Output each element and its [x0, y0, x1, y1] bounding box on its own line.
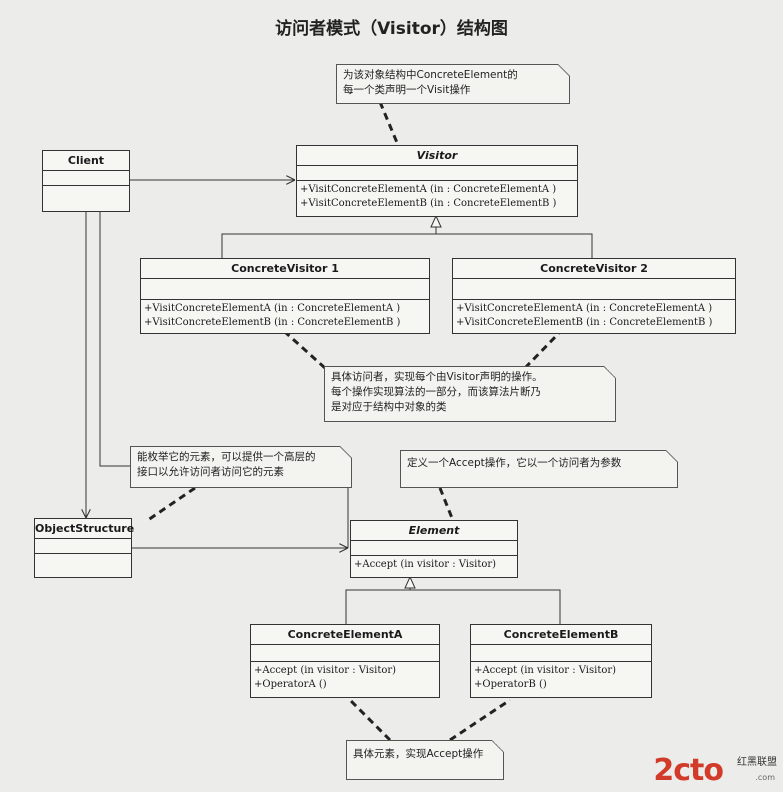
watermark-logo: 2cto: [653, 753, 724, 788]
class-attributes: [471, 645, 651, 662]
class-attributes: [251, 645, 439, 662]
operation: +VisitConcreteElementA (in : ConcreteEle…: [144, 303, 401, 314]
operation: +VisitConcreteElementA (in : ConcreteEle…: [456, 303, 713, 314]
element-note-connector: [438, 487, 454, 519]
class-element: Element +Accept (in visitor : Visitor): [350, 520, 518, 578]
class-attributes: [453, 279, 735, 300]
operation: +VisitConcreteElementA (in : ConcreteEle…: [300, 184, 557, 195]
class-visitor: Visitor +VisitConcreteElementA (in : Con…: [296, 145, 578, 217]
operation: +Accept (in visitor : Visitor): [254, 665, 397, 676]
visitor-generalization-triangle: [430, 214, 442, 228]
operation: +Accept (in visitor : Visitor): [354, 559, 497, 570]
os-note-connector: [147, 486, 196, 522]
operation: +Accept (in visitor : Visitor): [474, 665, 617, 676]
class-attributes: [35, 539, 131, 554]
note-line: 每一个类声明一个Visit操作: [343, 84, 471, 96]
note-line: 是对应于结构中对象的类: [331, 401, 447, 413]
visitor-note-connector: [378, 101, 400, 146]
ceb-note-connector: [449, 698, 511, 742]
class-name: ConcreteVisitor 1: [141, 259, 429, 279]
class-attributes: [43, 171, 129, 186]
operation: +OperatorB (): [474, 679, 547, 690]
watermark-subtitle: 红黑联盟: [737, 757, 777, 768]
note-line: 接口以允许访问者访问它的元素: [137, 466, 284, 478]
cv1-note-connector: [283, 330, 327, 370]
class-operations: [43, 186, 129, 200]
class-attributes: [297, 166, 577, 181]
element-generalization-1: [345, 589, 410, 624]
visitor-generalization-1: [221, 233, 436, 258]
element-generalization-triangle: [404, 575, 416, 589]
note-line: 具体访问者，实现每个由Visitor声明的操作。: [331, 371, 543, 383]
operation: +OperatorA (): [254, 679, 327, 690]
class-operations: +VisitConcreteElementA (in : ConcreteEle…: [297, 181, 577, 213]
note-line: 具体元素，实现Accept操作: [353, 748, 484, 760]
class-operations: +Accept (in visitor : Visitor) +Operator…: [251, 662, 439, 694]
class-concrete-element-a: ConcreteElementA +Accept (in visitor : V…: [250, 624, 440, 698]
note-line: 定义一个Accept操作，它以一个访问者为参数: [407, 457, 622, 469]
note-line: 每个操作实现算法的一部分，而该算法片断乃: [331, 386, 541, 398]
note-concrete-element: 具体元素，实现Accept操作: [346, 740, 504, 780]
class-operations: +VisitConcreteElementA (in : ConcreteEle…: [453, 300, 735, 332]
class-name: ConcreteVisitor 2: [453, 259, 735, 279]
class-object-structure: ObjectStructure: [34, 518, 134, 578]
class-operations: +VisitConcreteElementA (in : ConcreteEle…: [141, 300, 429, 332]
class-operations: +Accept (in visitor : Visitor): [351, 556, 517, 574]
visitor-generalization-2: [436, 233, 593, 258]
class-attributes: [351, 541, 517, 556]
operation: +VisitConcreteElementB (in : ConcreteEle…: [144, 317, 401, 328]
operation: +VisitConcreteElementB (in : ConcreteEle…: [456, 317, 713, 328]
class-client: Client: [42, 150, 130, 212]
watermark-url: .com: [755, 773, 775, 782]
note-visitor: 为该对象结构中ConcreteElement的 每一个类声明一个Visit操作: [336, 64, 570, 104]
class-name: ConcreteElementA: [251, 625, 439, 645]
note-element: 定义一个Accept操作，它以一个访问者为参数: [400, 450, 678, 488]
note-concrete-visitor: 具体访问者，实现每个由Visitor声明的操作。 每个操作实现算法的一部分，而该…: [324, 366, 616, 422]
class-concrete-element-b: ConcreteElementB +Accept (in visitor : V…: [470, 624, 652, 698]
class-concrete-visitor-1: ConcreteVisitor 1 +VisitConcreteElementA…: [140, 258, 430, 334]
cv2-note-connector: [523, 330, 562, 370]
element-generalization-2: [410, 589, 561, 624]
class-name: Visitor: [297, 146, 577, 166]
class-name: Element: [351, 521, 517, 541]
class-name: Client: [43, 151, 129, 171]
class-concrete-visitor-2: ConcreteVisitor 2 +VisitConcreteElementA…: [452, 258, 736, 334]
class-attributes: [141, 279, 429, 300]
class-operations: +Accept (in visitor : Visitor) +Operator…: [471, 662, 651, 694]
note-object-structure: 能枚举它的元素，可以提供一个高层的 接口以允许访问者访问它的元素: [130, 446, 352, 488]
class-name: ConcreteElementB: [471, 625, 651, 645]
cea-note-connector: [348, 698, 392, 742]
diagram-title: 访问者模式（Visitor）结构图: [275, 19, 508, 39]
operation: +VisitConcreteElementB (in : ConcreteEle…: [300, 198, 557, 209]
note-line: 为该对象结构中ConcreteElement的: [343, 69, 518, 81]
class-operations: [35, 554, 131, 568]
class-name: ObjectStructure: [35, 519, 134, 539]
note-line: 能枚举它的元素，可以提供一个高层的: [137, 451, 316, 463]
